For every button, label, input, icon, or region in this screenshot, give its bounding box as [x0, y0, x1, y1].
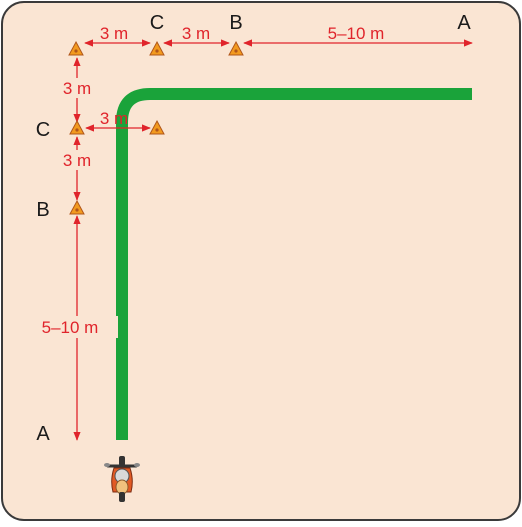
dim-label-top-cb: 3 m	[182, 24, 210, 43]
dim-label-left-ba: 5–10 m	[42, 318, 99, 337]
point-label-c-left: C	[36, 119, 50, 141]
warning-cone-icon	[69, 119, 85, 135]
warning-cone-icon	[149, 40, 165, 56]
dim-label-left-cb: 3 m	[63, 151, 91, 170]
riding-path	[116, 88, 472, 440]
dim-label-inner-cc: 3 m	[100, 109, 128, 128]
motorcycle-icon	[104, 456, 140, 502]
point-label-b-left: B	[36, 199, 49, 221]
point-label-a-left: A	[36, 423, 50, 445]
point-label-b-top: B	[229, 12, 242, 34]
dim-label-left-cc: 3 m	[63, 79, 91, 98]
dim-label-top-ba: 5–10 m	[328, 24, 385, 43]
cones	[68, 40, 244, 215]
point-label-a-top: A	[457, 12, 471, 34]
warning-cone-icon	[228, 40, 244, 56]
warning-cone-icon	[68, 40, 84, 56]
warning-cone-icon	[149, 119, 165, 135]
point-label-c-top: C	[150, 12, 164, 34]
dimension-lines	[73, 39, 473, 441]
warning-cone-icon	[69, 199, 85, 215]
dim-label-top-cc: 3 m	[100, 24, 128, 43]
